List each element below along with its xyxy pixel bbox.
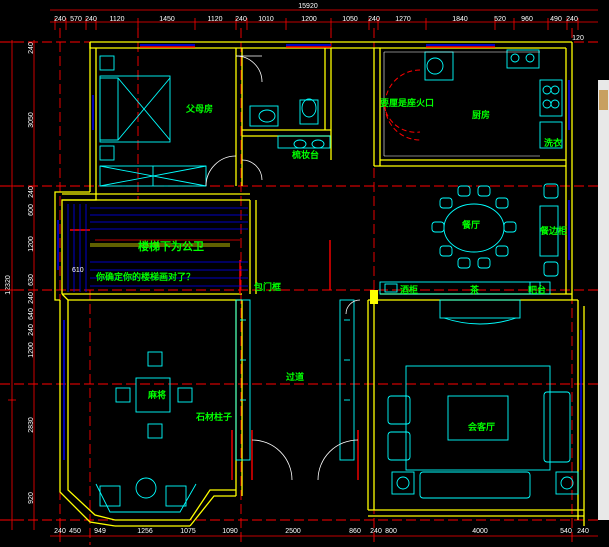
bottom-dim-12: 540	[560, 528, 572, 535]
left-dim-5: 1200	[28, 236, 35, 252]
bottom-dim-6: 1090	[222, 528, 238, 535]
left-dim-10: 1200	[28, 342, 35, 358]
dining-label: 餐厅	[461, 219, 480, 231]
top-dim-15: 960	[521, 16, 533, 23]
mahjong-label: 麻将	[147, 389, 166, 401]
bottom-dim-3: 949	[94, 528, 106, 535]
bottom-dim-10: 800	[385, 528, 397, 535]
kitchen-label: 厨房	[472, 109, 490, 121]
bottom-dim-11: 4000	[472, 528, 488, 535]
left-dim-9: 240	[28, 324, 35, 336]
panel-thumbnail	[599, 90, 608, 110]
room-labels: 父母房 梳妆台 要厘是座火口 厨房 洗衣 餐厅 餐边柜 楼梯下为公卫 你确定你的…	[72, 97, 567, 433]
left-dim-4: 600	[28, 204, 35, 216]
left-dim-8: 640	[28, 308, 35, 320]
parents-bedroom-label: 父母房	[185, 103, 213, 115]
top-dim-2: 570	[70, 16, 82, 23]
furniture	[95, 49, 579, 513]
wrap-column-label: 包门框	[253, 281, 281, 293]
left-dim-1: 240	[28, 42, 35, 54]
bottom-dim-5: 1075	[180, 528, 196, 535]
top-dim-12: 1270	[395, 16, 411, 23]
dimension-lines	[11, 9, 598, 537]
left-dim-7: 240	[28, 292, 35, 304]
left-dim-2: 3050	[28, 112, 35, 128]
top-dim-1: 240	[54, 16, 66, 23]
living-room-label: 会客厅	[468, 421, 495, 433]
top-dim-16: 490	[550, 16, 562, 23]
cabinet-label: 酒柜	[400, 284, 418, 296]
top-dimension-texts: 15920 240 570 240 1120 1450 1120 240 101…	[54, 3, 584, 42]
top-dim-6: 1120	[207, 16, 222, 23]
doors	[205, 55, 361, 481]
stairs	[67, 204, 248, 292]
annotation-circles	[383, 69, 421, 141]
top-dim-9: 1200	[301, 16, 317, 23]
bottom-dim-4: 1256	[137, 528, 153, 535]
stair-width-label: 610	[72, 267, 84, 274]
stair-note-label: 楼梯下为公卫	[138, 239, 204, 253]
bottom-dim-9: 240	[370, 528, 382, 535]
sideboard-label: 餐边柜	[539, 225, 567, 237]
left-dim-3: 240	[28, 186, 35, 198]
top-dim-3: 240	[85, 16, 97, 23]
left-dim-11: 2830	[28, 417, 35, 433]
kitchen-note-label: 要厘是座火口	[380, 97, 434, 109]
tea-label: 茶	[469, 284, 480, 296]
walls	[54, 41, 585, 527]
top-dim-4: 1120	[109, 16, 124, 23]
top-dim-13: 1840	[452, 16, 468, 23]
column-marker	[370, 290, 378, 304]
bottom-dimension-texts: 240 450 949 1256 1075 1090 2500 860 240 …	[54, 528, 589, 535]
side-panel	[598, 80, 609, 520]
stair-question-label: 你确定你的楼梯画对了？	[95, 271, 195, 283]
laundry-label: 洗衣	[544, 137, 562, 149]
top-dim-14: 520	[494, 16, 506, 23]
powder-room-label: 梳妆台	[291, 149, 319, 161]
top-overall-dimension: 15920	[298, 3, 318, 10]
bottom-dim-1: 240	[54, 528, 66, 535]
bottom-dim-2: 450	[69, 528, 81, 535]
corridor-label: 过道	[286, 371, 304, 383]
bottom-dim-13: 240	[577, 528, 589, 535]
top-dim-extra: 120	[572, 35, 584, 42]
counter-label: 吧台	[528, 284, 546, 296]
top-dim-5: 1450	[159, 16, 175, 23]
left-overall-dimension: 12320	[5, 275, 12, 295]
top-dim-11: 240	[368, 16, 380, 23]
left-dim-12: 920	[28, 492, 35, 504]
top-dim-10: 1050	[342, 16, 358, 23]
windows	[57, 44, 582, 480]
top-dim-8: 1010	[258, 16, 274, 23]
stone-column-label: 石材柱子	[195, 411, 232, 423]
top-dim-17: 240	[566, 16, 578, 23]
top-dim-7: 240	[235, 16, 247, 23]
bottom-dim-7: 2500	[285, 528, 301, 535]
dimension-ticks	[8, 18, 579, 521]
bottom-dim-8: 860	[349, 528, 361, 535]
left-dim-6: 630	[28, 274, 35, 286]
left-dimension-texts: 12320 240 3050 240 600 1200 630 240 640 …	[5, 42, 35, 504]
